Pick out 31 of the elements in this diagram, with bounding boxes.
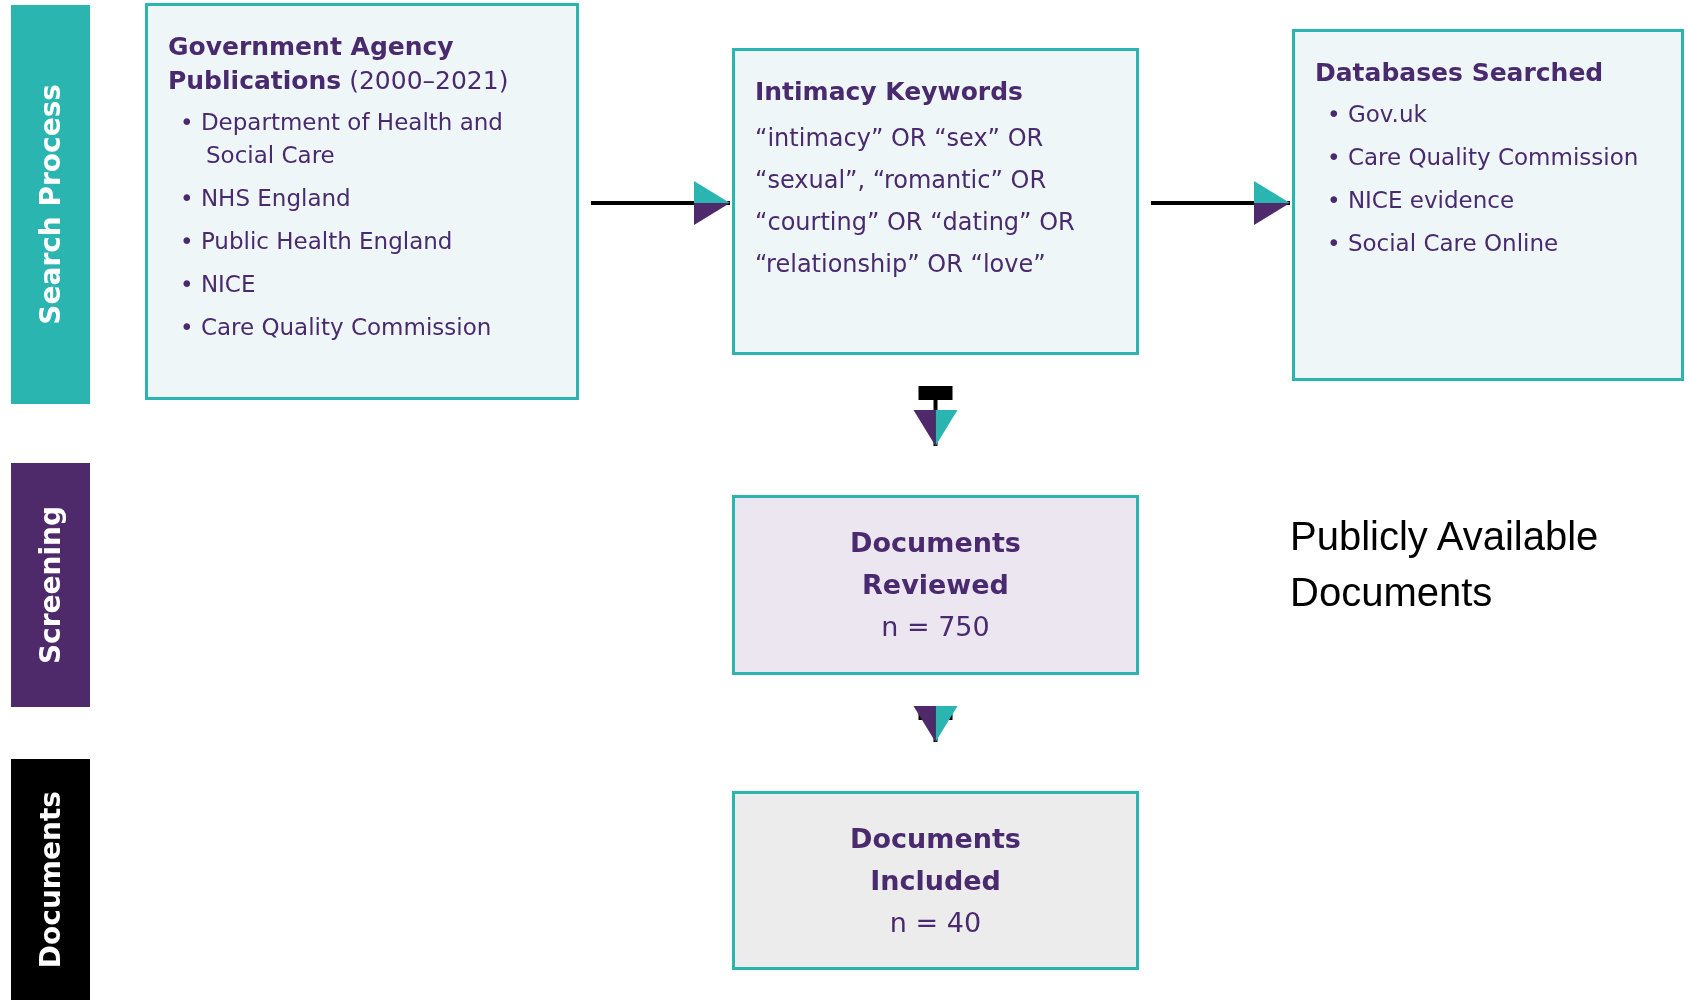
side-note: Publicly Available Documents [1290,513,1600,616]
box-heading: Government Agency Publications (2000–2021) [168,31,510,97]
list-item: • Care Quality Commission [180,313,493,342]
section-band [11,5,90,404]
list-item: • Gov.uk [1327,100,1428,129]
list-item: • NICE evidence [1327,186,1516,215]
list-item: • NHS England [180,184,352,213]
keyword-list: “intimacy” OR “sex” OR “sexual”, “romantic” OR “courting” OR “dating” OR “relationship” OR “love” [755,117,1116,285]
list-item: • NICE [180,270,257,299]
result-box [732,495,1139,675]
count-text: n = 750 [881,610,990,644]
arrow [913,706,958,742]
result-box [732,791,1139,970]
process-box [145,3,579,400]
section-label: Search Process [32,84,68,325]
process-box [1292,29,1684,381]
arrow [913,386,958,446]
box-heading: Intimacy Keywords [755,76,1024,108]
section-band [11,759,90,1000]
process-box [732,48,1139,355]
list-item: • Public Health England [180,227,454,256]
list-item: • Department of Health and Social Care [180,108,504,170]
section-band [11,463,90,707]
arrow [591,181,730,225]
list-item: • Social Care Online [1327,229,1560,258]
count-text: n = 40 [889,905,982,940]
section-label: Screening [32,505,68,665]
arrow [1151,181,1290,225]
list-item: • Care Quality Commission [1327,143,1640,172]
box-heading: Databases Searched [1315,57,1605,89]
section-label: Documents [32,790,68,969]
